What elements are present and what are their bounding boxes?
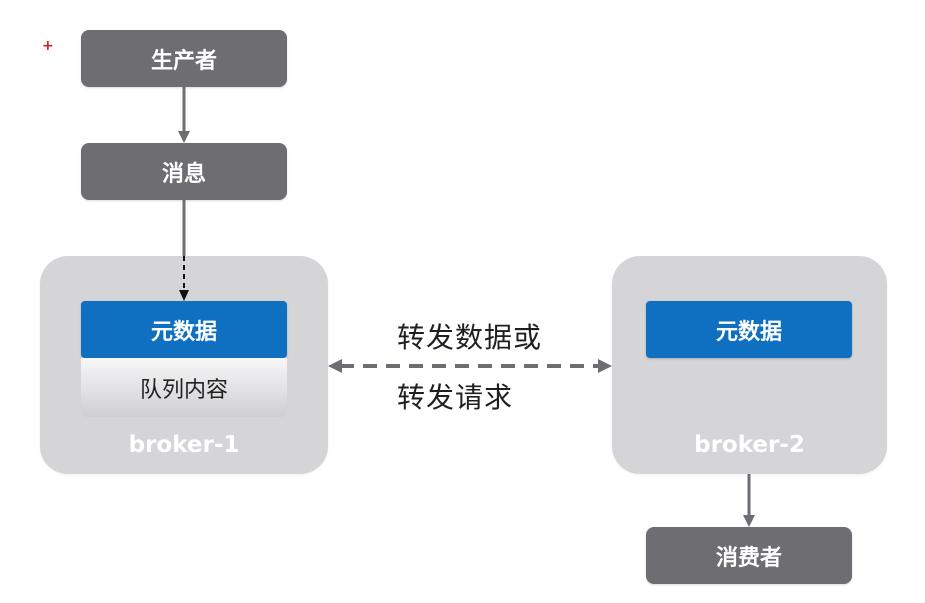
- arrowhead-bidirectional-right: [598, 359, 612, 373]
- broker-1-queue-label: 队列内容: [139, 377, 228, 403]
- consumer-box: 消费者: [646, 527, 852, 584]
- transfer-text-line-1: 转发数据或: [397, 321, 543, 354]
- broker-1-queue-box: 队列内容: [81, 358, 287, 417]
- plus-marker: +: [42, 38, 54, 54]
- arrowhead-message-to-broker: [179, 290, 189, 301]
- arrowhead-bidirectional-left: [328, 359, 342, 373]
- broker-1-metadata-label: 元数据: [150, 319, 217, 345]
- producer-box: 生产者: [81, 30, 287, 87]
- arrowhead-producer-to-message: [178, 131, 190, 143]
- broker-2-container: [612, 256, 887, 474]
- message-box: 消息: [81, 143, 287, 200]
- producer-label: 生产者: [150, 48, 217, 74]
- broker-1-name: broker-1: [128, 432, 240, 458]
- broker-2-name: broker-2: [694, 432, 805, 458]
- broker-2-metadata-label: 元数据: [715, 319, 782, 345]
- broker-2-metadata-box: 元数据: [646, 301, 852, 358]
- transfer-text-line-2: 转发请求: [397, 381, 514, 414]
- consumer-label: 消费者: [715, 545, 782, 571]
- broker-1-metadata-box: 元数据: [81, 301, 287, 358]
- arrowhead-broker-to-consumer: [743, 515, 755, 527]
- message-label: 消息: [161, 161, 206, 187]
